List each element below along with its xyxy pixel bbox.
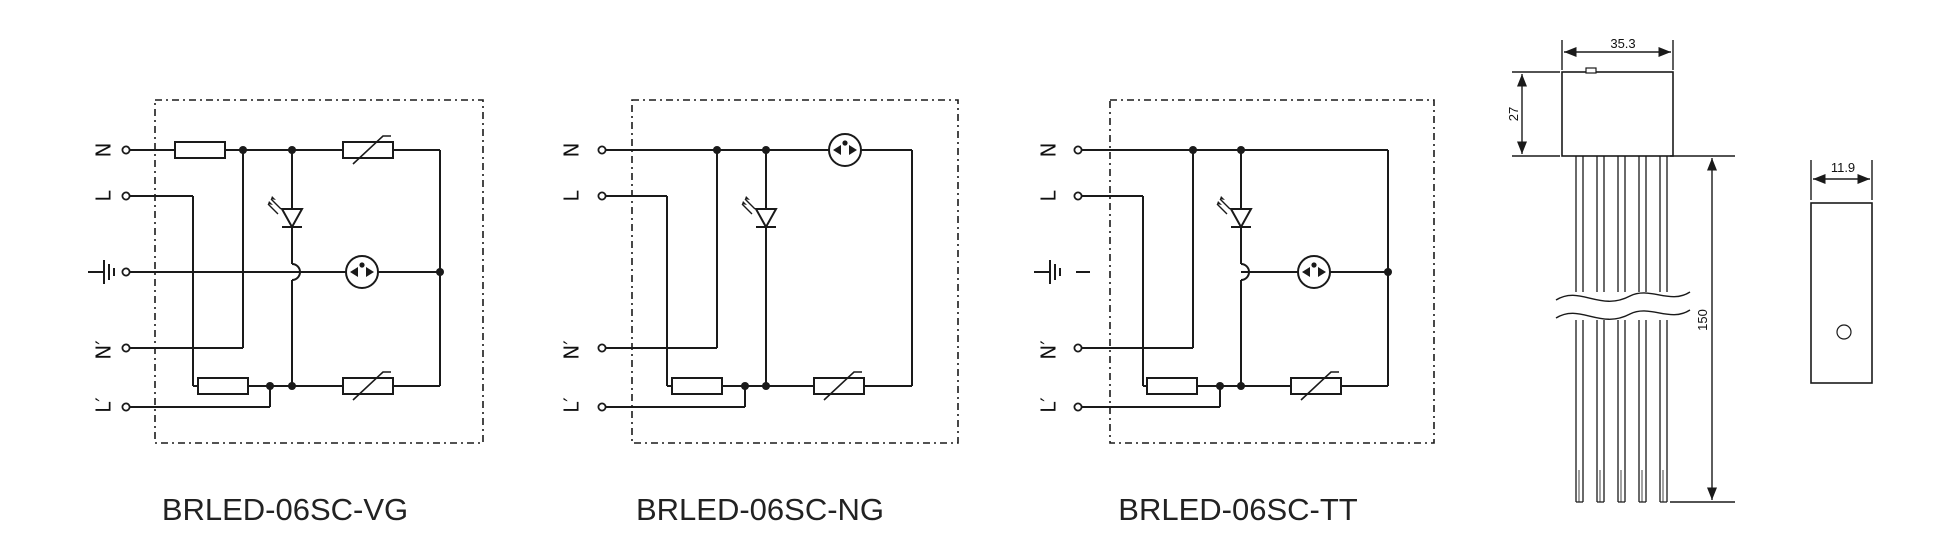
device-side xyxy=(1810,202,1873,384)
terminal-label-l: L xyxy=(560,190,584,202)
wiring xyxy=(128,149,441,408)
terminal-labels: N L N′ L′ xyxy=(1033,143,1061,413)
gas-discharge-tube-icon xyxy=(345,255,379,289)
earth-icon xyxy=(1033,259,1061,285)
terminal-label-l-prime: L′ xyxy=(560,397,584,413)
wiring xyxy=(1076,149,1389,408)
terminal-label-n-prime: N′ xyxy=(560,340,584,360)
led-indicator-icon xyxy=(741,195,777,228)
terminal-l xyxy=(1073,191,1083,201)
diagram-title: BRLED-06SC-TT xyxy=(1118,492,1357,527)
dim-lead-length: 150 xyxy=(1695,309,1710,331)
terminal-n xyxy=(1073,145,1083,155)
varistor-icon xyxy=(342,135,394,165)
lead-wires xyxy=(1575,156,1668,503)
break-line xyxy=(1555,309,1691,320)
break-line xyxy=(1555,291,1691,302)
dim-width: 35.3 xyxy=(1610,36,1635,51)
enclosure-box xyxy=(1109,99,1435,444)
dim-height: 27 xyxy=(1506,107,1521,121)
enclosure-box xyxy=(154,99,484,444)
terminal-n-prime xyxy=(597,343,607,353)
terminal-l xyxy=(597,191,607,201)
fuse-icon xyxy=(197,377,249,395)
terminal-label-l-prime: L′ xyxy=(1037,397,1061,413)
terminal-labels: N L N′ L′ xyxy=(87,143,116,413)
fuse-icon xyxy=(671,377,723,395)
terminal-label-n: N xyxy=(1037,143,1061,158)
varistor-icon xyxy=(1290,371,1342,401)
terminal-l-prime xyxy=(1073,402,1083,412)
earth-icon xyxy=(87,259,115,285)
mounting-hole xyxy=(1836,324,1852,340)
dimension-front-view: 35.3 27 150 xyxy=(1506,36,1735,503)
fuse-icon xyxy=(1146,377,1198,395)
diagram-vg: N L N′ L′ xyxy=(87,99,484,527)
terminal-label-n: N xyxy=(92,143,116,158)
gas-discharge-tube-icon xyxy=(1297,255,1331,289)
fuse-icon xyxy=(174,141,226,159)
led-indicator-icon xyxy=(1216,195,1252,228)
diagram-title: BRLED-06SC-NG xyxy=(636,492,884,527)
terminal-label-n-prime: N′ xyxy=(92,340,116,360)
terminal-l-prime xyxy=(597,402,607,412)
gas-discharge-tube-icon xyxy=(828,133,862,167)
terminal-n xyxy=(121,145,131,155)
dim-depth: 11.9 xyxy=(1831,160,1855,175)
terminal-label-l: L xyxy=(92,190,116,202)
terminal-l-prime xyxy=(121,402,131,412)
terminal-n-prime xyxy=(121,343,131,353)
varistor-icon xyxy=(342,371,394,401)
terminal-label-l: L xyxy=(1037,190,1061,202)
diagram-title: BRLED-06SC-VG xyxy=(162,492,408,527)
led-indicator-icon xyxy=(267,195,303,228)
terminal-label-n-prime: N′ xyxy=(1037,340,1061,360)
varistor-icon xyxy=(813,371,865,401)
terminal-label-l-prime: L′ xyxy=(92,397,116,413)
terminal-pe xyxy=(121,267,131,277)
enclosure-box xyxy=(631,99,959,444)
dimension-side-view: 11.9 xyxy=(1810,160,1873,384)
indicator-window xyxy=(1585,67,1597,74)
terminal-n-prime xyxy=(1073,343,1083,353)
terminal-l xyxy=(121,191,131,201)
terminal-labels: N L N′ L′ xyxy=(560,143,584,413)
diagram-ng: N L N′ L′ BRLED-06SC-NG xyxy=(560,99,959,527)
terminal-n xyxy=(597,145,607,155)
device-body xyxy=(1561,71,1674,157)
terminal-label-n: N xyxy=(560,143,584,158)
wiring xyxy=(604,149,913,408)
diagram-tt: N L N′ L′ xyxy=(1033,99,1435,527)
